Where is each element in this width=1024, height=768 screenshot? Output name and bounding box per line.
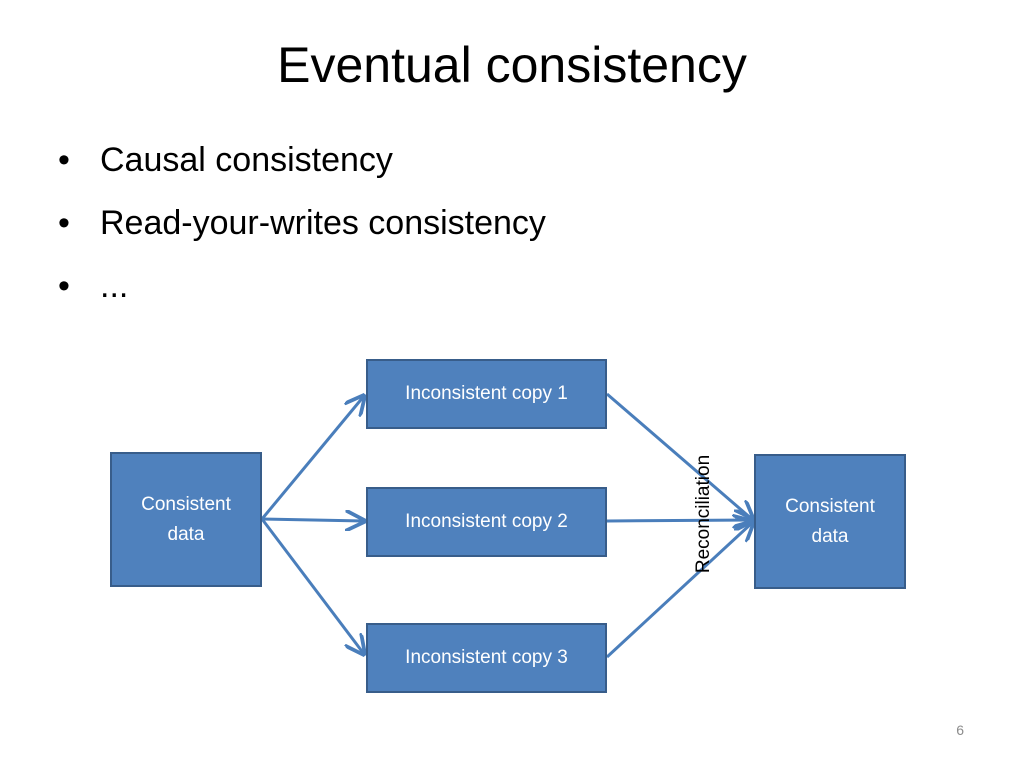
- source-node-label: Consistent data: [141, 490, 231, 550]
- source-node-line1: Consistent: [141, 493, 231, 515]
- copy-node-2: Inconsistent copy 2: [366, 487, 607, 557]
- target-node: Consistent data: [754, 454, 906, 589]
- target-node-line2: data: [811, 525, 849, 547]
- target-node-label: Consistent data: [785, 492, 875, 552]
- bullet-text: Read-your-writes consistency: [100, 204, 546, 242]
- copy-node-label: Inconsistent copy 1: [405, 383, 568, 404]
- bullet-item: • ...: [58, 266, 546, 329]
- bullet-item: • Causal consistency: [58, 140, 546, 203]
- source-node-line2: data: [167, 523, 205, 545]
- bullet-list: • Causal consistency • Read-your-writes …: [58, 140, 546, 329]
- copy-node-label: Inconsistent copy 2: [405, 511, 568, 532]
- bullet-text: ...: [100, 267, 129, 305]
- reconciliation-label: Reconciliation: [693, 454, 714, 574]
- copy-node-3: Inconsistent copy 3: [366, 623, 607, 693]
- bullet-text: Causal consistency: [100, 141, 393, 179]
- bullet-icon: •: [58, 141, 70, 179]
- arrow-copy-3-to-target: [605, 522, 753, 659]
- arrow-source-to-copy-2: [261, 519, 364, 521]
- arrow-copy-2-to-target: [606, 520, 753, 521]
- bullet-icon: •: [58, 204, 70, 242]
- copy-node-label: Inconsistent copy 3: [405, 647, 568, 668]
- bullet-item: • Read-your-writes consistency: [58, 203, 546, 266]
- slide-title: Eventual consistency: [277, 37, 747, 93]
- source-node: Consistent data: [110, 452, 262, 587]
- arrow-source-to-copy-1: [260, 396, 364, 520]
- target-node-line1: Consistent: [785, 495, 875, 517]
- copy-node-1: Inconsistent copy 1: [366, 359, 607, 429]
- arrow-copy-1-to-target: [606, 392, 753, 520]
- slide-number: 6: [956, 722, 964, 738]
- bullet-icon: •: [58, 267, 70, 305]
- arrow-source-to-copy-3: [260, 518, 364, 654]
